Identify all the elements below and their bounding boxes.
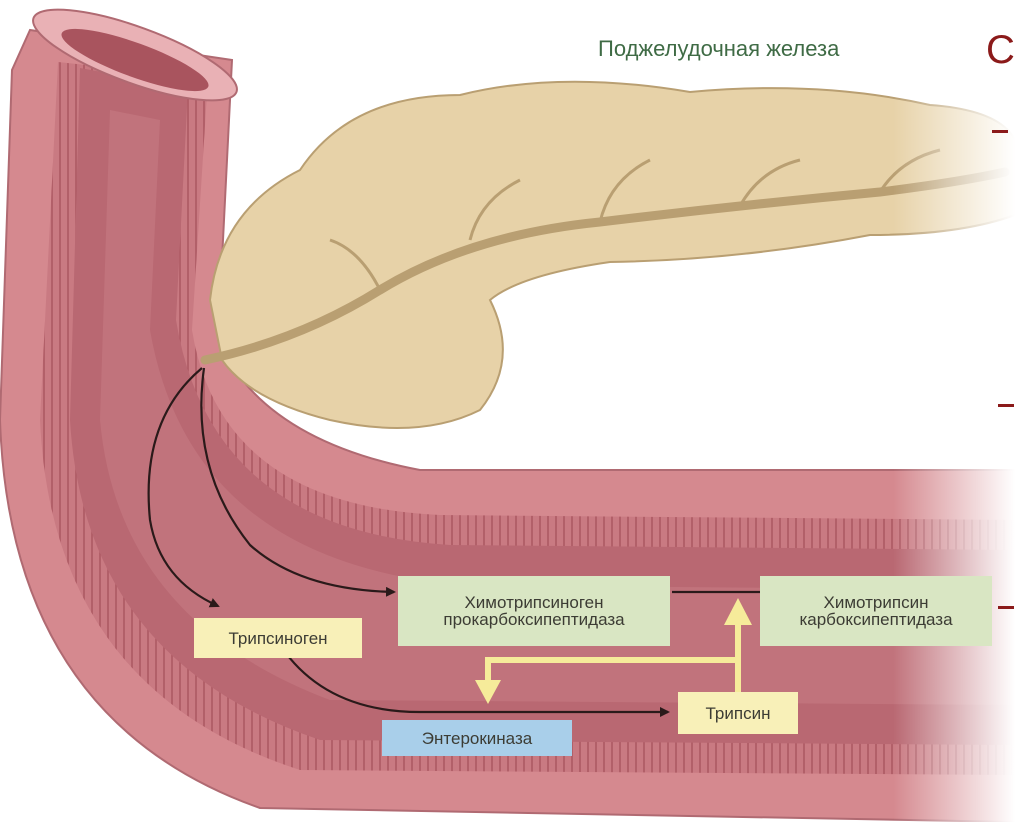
carboxypeptidase-label: карбоксипептидаза <box>799 611 952 628</box>
chymotrypsinogen-label: Химотрипсиноген <box>464 594 603 611</box>
chymotrypsin-box: Химотрипсин карбоксипептидаза <box>760 576 992 646</box>
trypsinogen-box: Трипсиноген <box>194 618 362 658</box>
trypsinogen-label: Трипсиноген <box>228 630 327 647</box>
slide-bullet-dash <box>998 404 1014 407</box>
trypsin-box: Трипсин <box>678 692 798 734</box>
chymotrypsinogen-box: Химотрипсиноген прокарбоксипептидаза <box>398 576 670 646</box>
enterokinase-box: Энтерокиназа <box>382 720 572 756</box>
enterokinase-label: Энтерокиназа <box>422 730 532 747</box>
procarboxypeptidase-label: прокарбоксипептидаза <box>443 611 624 628</box>
trypsin-label: Трипсин <box>706 705 771 722</box>
slide-bullet-dash <box>998 606 1014 609</box>
slide-bullet-dash <box>992 130 1008 133</box>
slide-title-fragment: С <box>986 30 1015 70</box>
pancreas-label: Поджелудочная железа <box>598 36 839 62</box>
chymotrypsin-label: Химотрипсин <box>824 594 929 611</box>
